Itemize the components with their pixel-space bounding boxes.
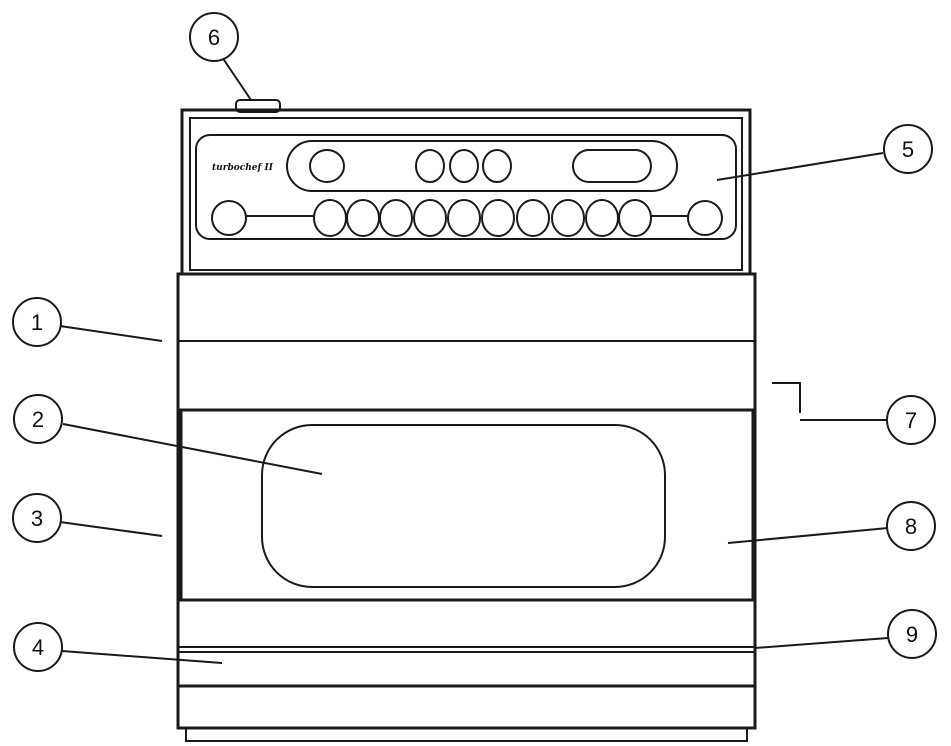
callout-1: 1: [12, 297, 62, 347]
callout-4: 4: [13, 622, 63, 672]
svg-text:2: 2: [32, 407, 44, 432]
callout-5: 5: [883, 124, 933, 174]
panel-button[interactable]: [346, 199, 380, 237]
panel-button[interactable]: [482, 149, 512, 183]
svg-text:8: 8: [905, 514, 917, 539]
oven-door[interactable]: [179, 408, 755, 602]
svg-text:6: 6: [208, 25, 220, 50]
door-window: [261, 424, 666, 588]
callouts: 6 5 1 2 7 3 8 9: [12, 12, 937, 672]
callout-2: 2: [13, 394, 63, 444]
oven-body: [176, 272, 757, 742]
svg-text:1: 1: [31, 310, 43, 335]
panel-button[interactable]: [618, 199, 652, 237]
callout-3: 3: [12, 493, 62, 543]
panel-button[interactable]: [211, 200, 247, 236]
panel-button[interactable]: [449, 149, 479, 183]
panel-button[interactable]: [447, 199, 481, 237]
svg-text:9: 9: [906, 622, 918, 647]
svg-text:5: 5: [902, 137, 914, 162]
panel-vent-button[interactable]: [235, 99, 281, 113]
callout-8: 8: [886, 501, 936, 551]
svg-text:7: 7: [905, 408, 917, 433]
panel-button[interactable]: [415, 149, 445, 183]
panel-button[interactable]: [481, 199, 515, 237]
leader-lines: [59, 56, 891, 664]
callout-6: 6: [189, 12, 239, 62]
panel-button[interactable]: [551, 199, 585, 237]
svg-text:4: 4: [32, 635, 44, 660]
panel-button[interactable]: [687, 200, 723, 236]
panel-face: [195, 134, 737, 240]
panel-display: [572, 149, 652, 183]
brand-label: turbochef II: [212, 163, 274, 173]
display-window: [286, 140, 678, 192]
control-panel: turbochef II: [180, 99, 752, 276]
panel-button[interactable]: [516, 199, 550, 237]
panel-button[interactable]: [379, 199, 413, 237]
svg-text:3: 3: [31, 506, 43, 531]
panel-button[interactable]: [585, 199, 619, 237]
panel-button[interactable]: [309, 149, 345, 183]
callout-7: 7: [886, 395, 936, 445]
callout-9: 9: [887, 609, 937, 659]
panel-button[interactable]: [313, 199, 347, 237]
panel-button[interactable]: [413, 199, 447, 237]
